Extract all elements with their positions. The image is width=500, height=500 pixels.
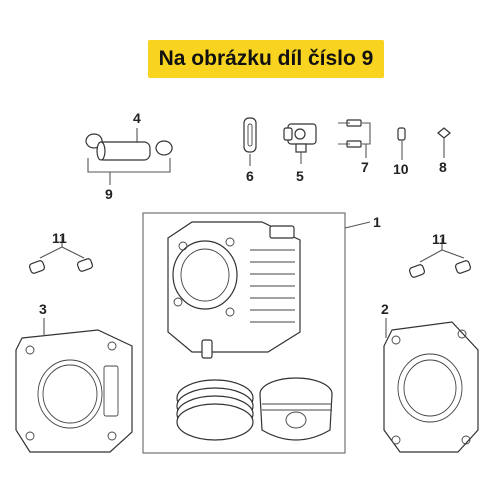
callout-7: 7 bbox=[361, 159, 369, 175]
callout-9: 9 bbox=[105, 186, 113, 202]
piston-pin-group bbox=[85, 128, 173, 185]
piston bbox=[259, 377, 333, 441]
callout-4: 4 bbox=[133, 110, 141, 126]
small-parts-group bbox=[243, 117, 451, 166]
part-number-banner: Na obrázku díl číslo 9 bbox=[148, 40, 384, 78]
callout-11-left: 11 bbox=[52, 230, 67, 246]
base-gasket-part-3 bbox=[15, 329, 133, 453]
head-gasket-part-2 bbox=[383, 321, 479, 453]
callout-2: 2 bbox=[381, 301, 389, 317]
piston-rings bbox=[176, 379, 254, 441]
callout-11-right: 11 bbox=[432, 231, 447, 247]
cylinder-bore bbox=[172, 240, 238, 310]
callout-8: 8 bbox=[439, 159, 447, 175]
cylinder-frame bbox=[142, 212, 346, 454]
tensioner-part-5 bbox=[283, 123, 317, 153]
pin-clip-right bbox=[155, 140, 173, 156]
piston-pin-end bbox=[96, 141, 106, 161]
piston-pin bbox=[97, 141, 151, 161]
callout-5: 5 bbox=[296, 168, 304, 184]
callout-10: 10 bbox=[393, 161, 409, 177]
washer-part-10 bbox=[397, 127, 406, 141]
dowel-pins-right bbox=[408, 260, 472, 278]
callout-3: 3 bbox=[39, 301, 47, 317]
callout-6: 6 bbox=[246, 168, 254, 184]
cylinder-assembly bbox=[142, 212, 371, 454]
callout-1: 1 bbox=[373, 214, 381, 230]
bolts-part-7 bbox=[338, 119, 362, 148]
banner-text: Na obrázku díl číslo 9 bbox=[158, 47, 374, 70]
plug-part-8 bbox=[437, 127, 451, 139]
o-ring-part-6 bbox=[243, 117, 257, 153]
dowel-pins-left bbox=[28, 258, 94, 274]
